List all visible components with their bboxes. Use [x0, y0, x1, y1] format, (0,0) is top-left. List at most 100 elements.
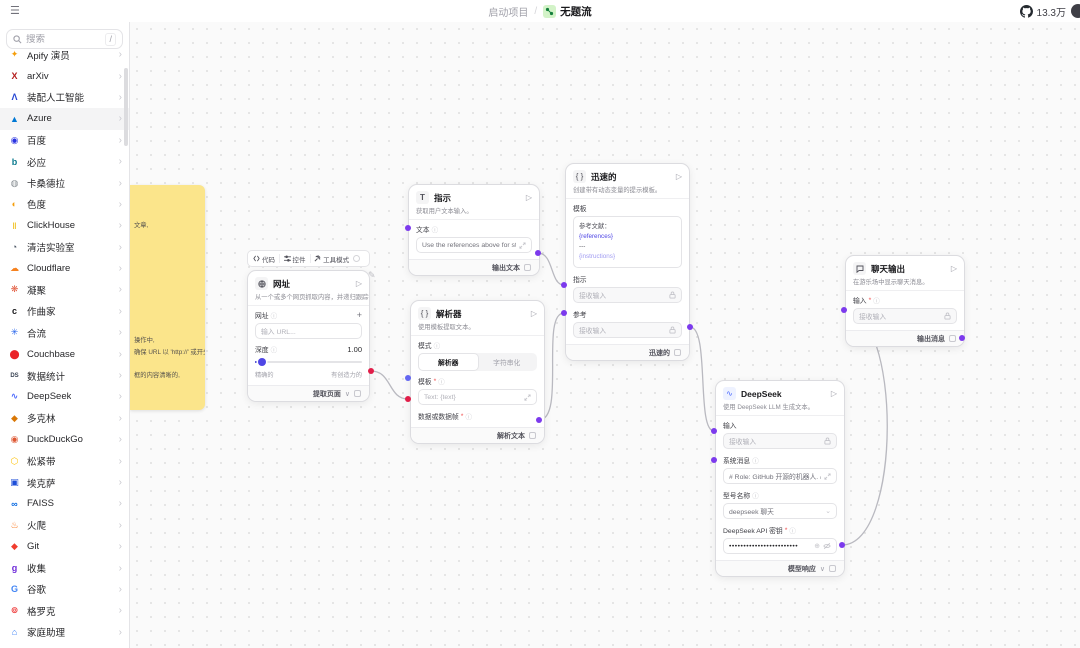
sidebar-item-25[interactable]: G 谷歌 ›: [0, 579, 129, 600]
grid-menu-icon[interactable]: ☰: [10, 5, 20, 17]
sidebar-item-15[interactable]: DS 数据统计 ›: [0, 365, 129, 386]
chevron-right-icon: ›: [118, 477, 122, 488]
globe-key-icon[interactable]: ⊕: [814, 543, 820, 550]
sticky-note[interactable]: 文章, 操作中, 确保 URL 以 'http://' 或开头 框的内容清晰的,: [130, 185, 205, 410]
handle-instructions-output[interactable]: [535, 250, 541, 256]
chevron-down-icon[interactable]: ∨: [819, 565, 825, 573]
slider-knob[interactable]: [258, 358, 266, 366]
sidebar-item-19[interactable]: ⬡ 松紧带 ›: [0, 450, 129, 471]
api-key-input[interactable]: •••••••••••••••••••••••• ⊕: [723, 538, 837, 554]
inspect-output-icon[interactable]: [524, 264, 531, 271]
run-node-button[interactable]: ▷: [530, 309, 537, 318]
handle-prompt-references-input[interactable]: [561, 310, 567, 316]
text-input[interactable]: Use the references above for sty: [416, 237, 532, 253]
run-node-button[interactable]: ▷: [355, 279, 362, 288]
sidebar-item-24[interactable]: g 收集 ›: [0, 557, 129, 578]
node-deepseek[interactable]: ∿ DeepSeek ▷ 使用 DeepSeek LLM 生成文本。 输入 接收…: [715, 380, 845, 577]
handle-chat-output[interactable]: [959, 335, 965, 341]
run-node-button[interactable]: ▷: [525, 193, 532, 202]
search-box[interactable]: /: [6, 29, 123, 49]
flow-canvas[interactable]: 文章, 操作中, 确保 URL 以 'http://' 或开头 框的内容清晰的,…: [130, 22, 1080, 648]
handle-deepseek-input[interactable]: [711, 428, 717, 434]
sidebar-item-9[interactable]: ◔ 清洁实验室 ›: [0, 237, 129, 258]
sidebar-item-16[interactable]: ∿ DeepSeek ›: [0, 386, 129, 407]
mode-option-stringify[interactable]: 字符串化: [493, 360, 521, 367]
handle-deepseek-output[interactable]: [839, 542, 845, 548]
handle-parser-template-input[interactable]: [405, 375, 411, 381]
instructions-input[interactable]: 接收输入: [573, 287, 682, 303]
run-node-button[interactable]: ▷: [950, 264, 957, 273]
run-node-button[interactable]: ▷: [675, 172, 682, 181]
system-message-input[interactable]: # Role: GitHub 开源的机器人. ## P: [723, 468, 837, 484]
handle-deepseek-system-input[interactable]: [711, 457, 717, 463]
mode-option-parser[interactable]: 解析器: [419, 354, 478, 370]
sidebar-item-26[interactable]: ⊚ 格罗克 ›: [0, 600, 129, 621]
field-label: 型号名称: [723, 493, 751, 500]
sidebar-item-8[interactable]: ‖ ClickHouse ›: [0, 215, 129, 236]
sidebar-item-20[interactable]: ▣ 埃克萨 ›: [0, 472, 129, 493]
references-input[interactable]: 接收输入: [573, 322, 682, 338]
handle-instructions-text-input[interactable]: [405, 225, 411, 231]
code-button[interactable]: 代码: [253, 254, 275, 264]
sidebar-item-23[interactable]: ◆ Git ›: [0, 536, 129, 557]
inspect-output-icon[interactable]: [674, 349, 681, 356]
inspect-output-icon[interactable]: [949, 335, 956, 342]
controls-button[interactable]: 控件: [283, 254, 306, 264]
sidebar-item-12[interactable]: c 作曲家 ›: [0, 301, 129, 322]
github-star-button[interactable]: 13.3万: [1019, 4, 1066, 19]
breadcrumb-project[interactable]: 启动项目: [488, 7, 529, 19]
sidebar-item-3[interactable]: ▲ Azure ›: [0, 108, 129, 130]
component-bundle-icon: X: [11, 71, 18, 82]
sidebar-item-1[interactable]: X arXiv ›: [0, 65, 129, 86]
sidebar-item-17[interactable]: ◆ 多克林 ›: [0, 408, 129, 429]
sidebar-item-5[interactable]: b 必应 ›: [0, 151, 129, 172]
sidebar-item-21[interactable]: ∞ FAISS ›: [0, 493, 129, 514]
lock-icon: [669, 326, 676, 334]
handle-parser-data-input[interactable]: [405, 396, 411, 402]
sidebar-item-14[interactable]: ⬤ Couchbase ›: [0, 343, 129, 364]
sidebar-item-label: Cloudflare: [27, 263, 71, 275]
search-input[interactable]: [26, 33, 96, 45]
model-name-select[interactable]: deepseek 聊天 ⌄: [723, 503, 837, 519]
flow-chip[interactable]: 无题流: [543, 4, 592, 19]
sidebar-item-6[interactable]: ◍ 卡桑德拉 ›: [0, 172, 129, 193]
node-prompt[interactable]: { } 迅速的 ▷ 创建带有动态变量的提示模板。 模板 参考文献： {refer…: [565, 163, 690, 361]
handle-prompt-output[interactable]: [687, 324, 693, 330]
sidebar-item-10[interactable]: ☁ Cloudflare ›: [0, 258, 129, 279]
sidebar-item-13[interactable]: ✳ 合流 ›: [0, 322, 129, 343]
chevron-down-icon[interactable]: ∨: [344, 390, 350, 398]
node-url[interactable]: 网址 ▷ 从一个或多个网页抓取内容，并递归跟踪链接。 网址ⓘ+ 输入 URL..…: [247, 270, 370, 402]
url-input[interactable]: 输入 URL...: [255, 323, 362, 339]
run-node-button[interactable]: ▷: [830, 389, 837, 398]
chat-input[interactable]: 接收输入: [853, 308, 957, 324]
sidebar-item-27[interactable]: ⌂ 家庭助理 ›: [0, 622, 129, 643]
sidebar-item-18[interactable]: ◉ DuckDuckGo ›: [0, 429, 129, 450]
sidebar-item-7[interactable]: ◐ 色度 ›: [0, 194, 129, 215]
template-input[interactable]: Text: {text}: [418, 389, 537, 405]
node-chat-output[interactable]: 聊天输出 ▷ 在游乐场中显示聊天消息。 输入*ⓘ 接收输入 输出消息: [845, 255, 965, 347]
sidebar-item-22[interactable]: ♨ 火爬 ›: [0, 515, 129, 536]
sidebar-item-2[interactable]: Λ 装配人工智能 ›: [0, 87, 129, 108]
template-preview[interactable]: 参考文献： {references} --- {instructions}: [573, 216, 682, 268]
depth-slider[interactable]: [255, 357, 362, 367]
handle-parser-output[interactable]: [536, 417, 542, 423]
handle-url-output[interactable]: [368, 368, 374, 374]
handle-chat-input[interactable]: [841, 307, 847, 313]
sidebar-scrollbar[interactable]: [124, 68, 128, 146]
handle-prompt-instructions-input[interactable]: [561, 282, 567, 288]
tool-mode-button[interactable]: 工具模式: [314, 254, 349, 264]
inspect-output-icon[interactable]: [354, 390, 361, 397]
sidebar-item-11[interactable]: ❋ 凝聚 ›: [0, 279, 129, 300]
add-url-button[interactable]: +: [356, 310, 362, 320]
avatar[interactable]: [1071, 4, 1080, 18]
tool-mode-toggle[interactable]: [353, 255, 360, 262]
eye-off-icon[interactable]: [823, 542, 831, 550]
model-input[interactable]: 接收输入: [723, 433, 837, 449]
sidebar-item-0[interactable]: ✦ Apify 演员 ›: [0, 44, 129, 65]
inspect-output-icon[interactable]: [829, 565, 836, 572]
inspect-output-icon[interactable]: [529, 432, 536, 439]
note-line: 操作中,: [134, 337, 155, 344]
sidebar-item-4[interactable]: ◉ 百度 ›: [0, 130, 129, 151]
